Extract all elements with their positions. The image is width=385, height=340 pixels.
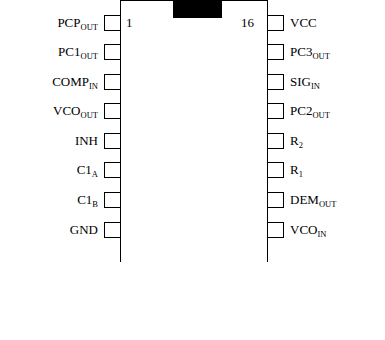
pin-square [268, 193, 284, 208]
pin-number: 16 [241, 15, 254, 30]
pin-name: R2 [290, 133, 303, 153]
pin-square [105, 223, 121, 238]
pin-subscript: OUT [312, 51, 329, 61]
pin-subscript: OUT [81, 110, 98, 120]
pin-square [105, 16, 121, 31]
pin-subscript: A [92, 169, 98, 179]
pin-square [105, 193, 121, 208]
pin-name: GND [70, 222, 98, 237]
pin-name: C1B [77, 192, 98, 212]
pin-square [105, 45, 121, 60]
pin-subscript: OUT [81, 22, 98, 32]
pin-square [105, 134, 121, 149]
pin-label: PC1 [58, 44, 80, 59]
pin-number: 1 [126, 15, 133, 30]
pin-name: SIGIN [290, 74, 320, 94]
pin-label: C1 [77, 162, 92, 177]
pin-square [268, 45, 284, 60]
pin-label: C1 [77, 192, 92, 207]
pin-label: PC2 [290, 103, 312, 118]
pin-name: VCC [290, 15, 317, 30]
pin-label: PCP [57, 15, 80, 30]
pin-label: PC3 [290, 44, 312, 59]
pin-subscript: 1 [299, 169, 303, 179]
pin-subscript: OUT [319, 199, 336, 209]
pin-label: R [290, 162, 299, 177]
pin-subscript: B [92, 199, 98, 209]
pin-label: VCC [290, 15, 317, 30]
pin-name: PC2OUT [290, 103, 330, 123]
pin-label: INH [75, 133, 98, 148]
pin-subscript: OUT [81, 51, 98, 61]
pin-label: R [290, 133, 299, 148]
pin-square [105, 104, 121, 119]
pin-square [268, 16, 284, 31]
pin-label: GND [70, 222, 98, 237]
pin-square [105, 163, 121, 178]
pin-name: PC3OUT [290, 44, 330, 64]
pin-label: SIG [290, 74, 311, 89]
pin-name: PC1OUT [58, 44, 98, 64]
pin-label: VCO [53, 103, 80, 118]
pin-label: COMP [52, 74, 89, 89]
pin-name: VCOIN [290, 222, 326, 242]
pin-subscript: IN [311, 81, 320, 91]
pin-square [268, 223, 284, 238]
pin-name: R1 [290, 162, 303, 182]
pin-square [268, 134, 284, 149]
pin-subscript: IN [89, 81, 98, 91]
pin-name: PCPOUT [57, 15, 98, 35]
orientation-notch [173, 0, 222, 18]
pin-subscript: 2 [299, 140, 303, 150]
pin-name: DEMOUT [290, 192, 336, 212]
pin-name: INH [75, 133, 98, 148]
pin-name: VCOOUT [53, 103, 98, 123]
pin-square [268, 75, 284, 90]
pin-label: VCO [290, 222, 317, 237]
pin-subscript: IN [317, 229, 326, 239]
pin-label: DEM [290, 192, 319, 207]
pin-square [105, 75, 121, 90]
pin-subscript: OUT [312, 110, 329, 120]
pin-name: COMPIN [52, 74, 98, 94]
pin-square [268, 104, 284, 119]
pin-name: C1A [77, 162, 98, 182]
pin-square [268, 163, 284, 178]
